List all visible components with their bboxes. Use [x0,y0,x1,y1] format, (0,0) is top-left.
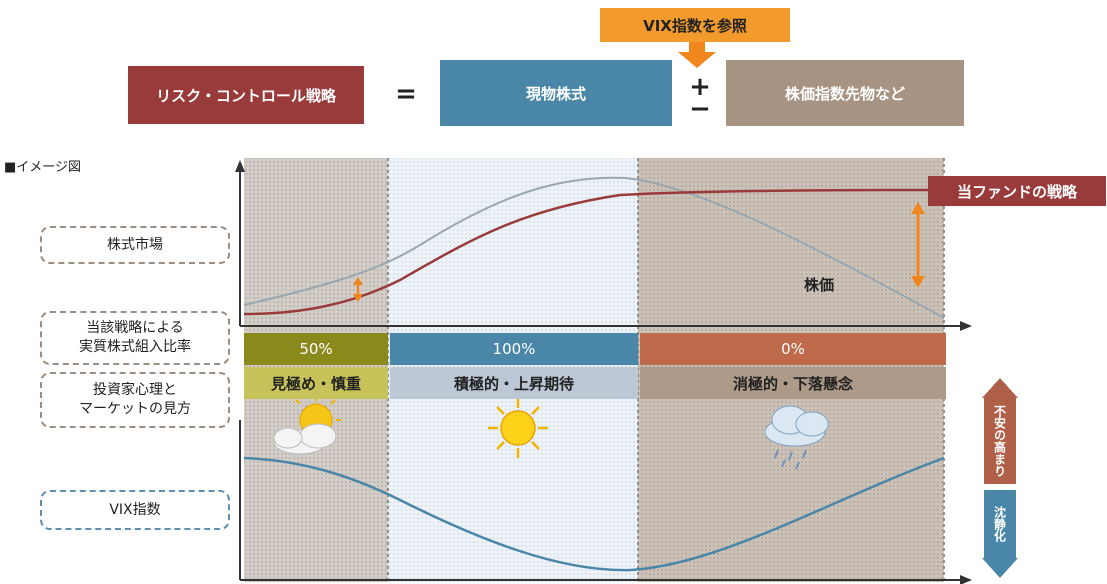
view-negative-label: 消極的・下落懸念 [732,374,853,393]
rain-cloud-icon [764,405,829,470]
allocation-text-line1: 当該戦略による [86,320,184,336]
risk-control-label: リスク・コントロール戦略 [156,86,336,105]
price-label: 株価 [804,276,835,294]
upper-x-arrow [960,321,972,331]
vix-scale-up: 不安の高まり [984,398,1016,484]
large-gap-arrow [911,202,925,288]
view-cautious-label: 見極め・慎重 [270,374,361,393]
down-arrow-icon [678,42,716,68]
plus-minus-sign: + − [686,74,714,122]
partly-cloudy-icon [273,396,341,455]
futures-box: 株価指数先物など [726,60,964,126]
allocation-positive-label: 100% [492,340,536,358]
vix-scale-arrow [982,378,1018,578]
allocation-text-line2: 実質株式組入比率 [79,339,191,355]
vix-reference-box: VIX指数を参照 [600,8,790,42]
vix-scale-down-label: 沈静化 [992,506,1007,542]
stock-market-text: 株式市場 [107,236,163,253]
view-cautious: 見極め・慎重 [244,367,388,399]
vix-text: VIX指数 [109,501,161,518]
minus-sign: − [689,94,711,124]
allocation-cautious: 50% [244,333,388,365]
spot-equities-label: 現物株式 [525,84,586,103]
upper-y-arrow [235,160,245,172]
sentiment-text-line2: マーケットの見方 [79,401,191,417]
plus-sign: + [689,72,711,102]
vix-scale-down: 沈静化 [984,490,1016,558]
fund-strategy-label: 当ファンドの戦略 [928,176,1106,206]
view-positive-label: 積極的・上昇期待 [453,374,574,393]
view-positive: 積極的・上昇期待 [390,367,638,399]
row-label-sentiment: 投資家心理と マーケットの見方 [40,372,230,428]
fund-curve [243,188,945,316]
row-label-vix: VIX指数 [40,490,230,530]
sun-icon [488,398,548,458]
small-gap-arrow [353,277,363,302]
vix-reference-label: VIX指数を参照 [643,16,747,35]
vix-curve [243,456,945,572]
row-label-allocation: 当該戦略による 実質株式組入比率 [40,311,230,365]
sentiment-text-line1: 投資家心理と [93,382,177,398]
allocation-positive: 100% [390,333,638,365]
allocation-negative-label: 0% [781,340,805,358]
risk-control-box: リスク・コントロール戦略 [128,66,364,124]
image-label: ■イメージ図 [4,160,82,175]
vix-scale-up-label: 不安の高まり [992,405,1007,477]
fund-strategy-text: 当ファンドの戦略 [956,182,1077,201]
view-negative: 消極的・下落懸念 [640,367,946,399]
spot-equities-box: 現物株式 [440,60,672,126]
lower-x-arrow [960,575,972,584]
price-curve [243,176,945,319]
allocation-cautious-label: 50% [299,340,333,358]
futures-label: 株価指数先物など [784,84,905,103]
equals-sign: = [395,79,417,109]
row-label-stock-market: 株式市場 [40,226,230,264]
allocation-negative: 0% [640,333,946,365]
